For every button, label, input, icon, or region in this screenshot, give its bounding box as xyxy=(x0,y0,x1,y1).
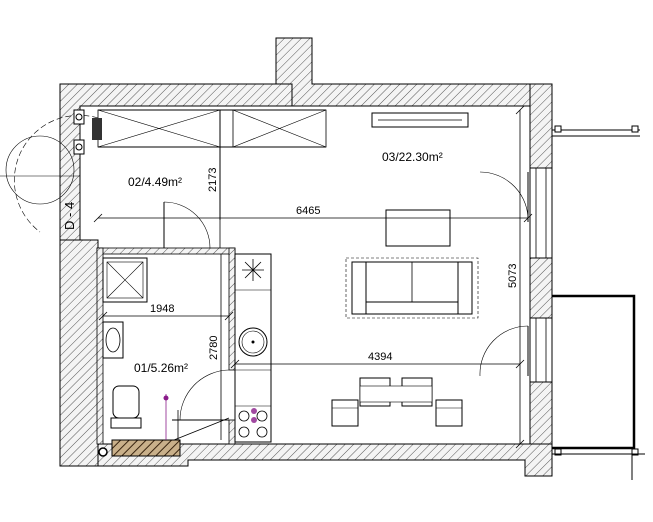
section-marker: D - 4 xyxy=(62,202,77,230)
sink xyxy=(238,327,268,357)
extractor-icon xyxy=(242,259,264,281)
tv-table xyxy=(385,209,451,247)
washbasin xyxy=(102,321,124,359)
dim-hall-height: 2173 xyxy=(207,168,219,192)
dim-living-width: 6465 xyxy=(296,205,320,217)
heater xyxy=(98,394,181,457)
room-label-hall: 02/4.49m² xyxy=(128,175,182,189)
room-label-bath: 01/5.26m² xyxy=(134,361,188,375)
sofa xyxy=(345,257,479,319)
hall-door xyxy=(163,201,211,249)
entrance-door xyxy=(0,109,102,233)
balcony-doors xyxy=(479,171,529,377)
dim-living-height: 5073 xyxy=(507,264,519,288)
toilet xyxy=(110,385,142,429)
wardrobe xyxy=(97,109,327,148)
wall-left-lower xyxy=(59,239,99,467)
windows-right xyxy=(529,167,553,383)
wall-bottom xyxy=(97,443,553,477)
dim-bath-width: 1948 xyxy=(150,303,174,315)
shower xyxy=(102,257,148,303)
bathroom-door xyxy=(172,369,230,441)
dim-kitchen-width: 4394 xyxy=(368,351,392,363)
room-label-living: 03/22.30m² xyxy=(382,150,443,164)
dimension-lines xyxy=(93,105,533,449)
hob xyxy=(238,408,268,438)
wall-right xyxy=(529,83,553,456)
wall-shaft xyxy=(275,37,553,107)
dim-bath-height: 2780 xyxy=(208,336,220,360)
dining-set xyxy=(331,377,463,427)
balcony-railing xyxy=(552,125,645,480)
